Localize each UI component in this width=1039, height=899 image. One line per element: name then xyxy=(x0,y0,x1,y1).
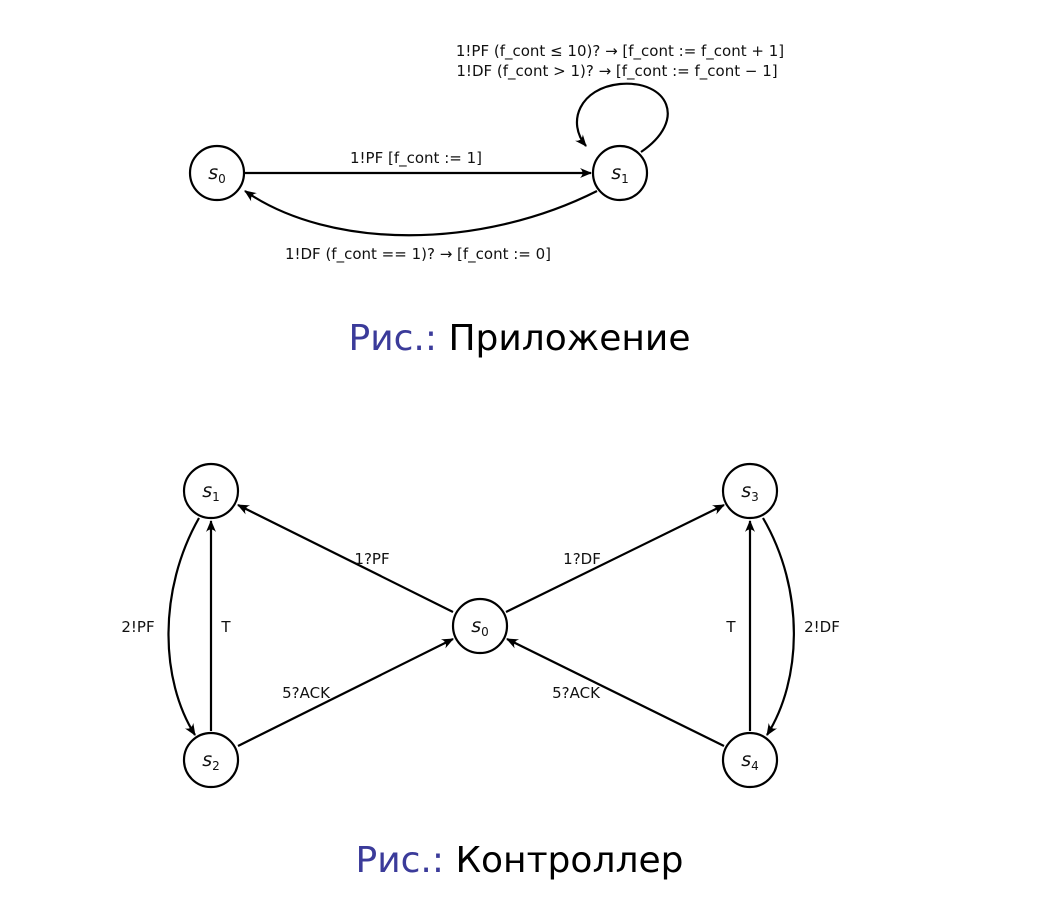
svg-text:s0: s0 xyxy=(208,162,226,186)
edge-d2-s1-s2 xyxy=(167,517,200,736)
svg-text:s3: s3 xyxy=(741,480,759,504)
caption-text: Контроллер xyxy=(455,840,684,881)
caption-prefix: Рис.: xyxy=(348,318,437,359)
edge-d2-s2-s0 xyxy=(237,638,454,747)
label-d2-s2-s0: 5?ACK xyxy=(282,684,331,702)
diagram-application: s0 s1 1!PF [f_cont := 1] 1!PF (f_cont ≤ … xyxy=(188,42,784,264)
edge-d1-s1-loop xyxy=(575,82,669,153)
svg-text:s1: s1 xyxy=(611,162,629,186)
caption-application: Рис.: Приложение xyxy=(0,318,1039,359)
label-d1-s0-s1: 1!PF [f_cont := 1] xyxy=(350,149,482,168)
label-d2-s4-s3: T xyxy=(725,618,736,636)
label-d1-loop-line2: 1!DF (f_cont > 1)? → [f_cont := f_cont −… xyxy=(456,62,777,81)
label-d2-s4-s0: 5?ACK xyxy=(552,684,601,702)
caption-controller: Рис.: Контроллер xyxy=(0,840,1039,881)
label-d2-s2-s1: T xyxy=(220,618,231,636)
state-d2-s4: s4 xyxy=(721,731,779,789)
state-d2-s3: s3 xyxy=(721,462,779,520)
state-d2-s2: s2 xyxy=(182,731,240,789)
state-d1-s0: s0 xyxy=(188,144,246,202)
edge-d2-s0-s1 xyxy=(237,504,454,613)
state-d1-s1: s1 xyxy=(591,144,649,202)
state-d2-s1: s1 xyxy=(182,462,240,520)
svg-text:s4: s4 xyxy=(741,749,759,773)
label-d1-loop-line1: 1!PF (f_cont ≤ 10)? → [f_cont := f_cont … xyxy=(456,42,784,61)
svg-text:s1: s1 xyxy=(202,480,220,504)
caption-text: Приложение xyxy=(448,318,691,359)
label-d1-s1-s0: 1!DF (f_cont == 1)? → [f_cont := 0] xyxy=(285,245,551,264)
svg-text:s2: s2 xyxy=(202,749,220,773)
label-d2-s0-s3: 1?DF xyxy=(563,550,601,568)
state-d2-s0: s0 xyxy=(451,597,509,655)
svg-text:s0: s0 xyxy=(471,615,489,639)
edge-d2-s0-s3 xyxy=(505,504,725,613)
edge-d2-s4-s0 xyxy=(506,638,725,747)
edge-d1-s1-s0 xyxy=(244,190,598,237)
caption-prefix: Рис.: xyxy=(355,840,445,881)
label-d2-s0-s1: 1?PF xyxy=(354,550,389,568)
edge-d2-s3-s4 xyxy=(762,517,795,736)
label-d2-s3-s4: 2!DF xyxy=(804,618,840,636)
label-d2-s1-s2: 2!PF xyxy=(121,618,154,636)
diagram-controller: s1 s3 s0 s2 s4 1?PF 1?DF 2!PF T 5?ACK 5?… xyxy=(121,462,840,789)
